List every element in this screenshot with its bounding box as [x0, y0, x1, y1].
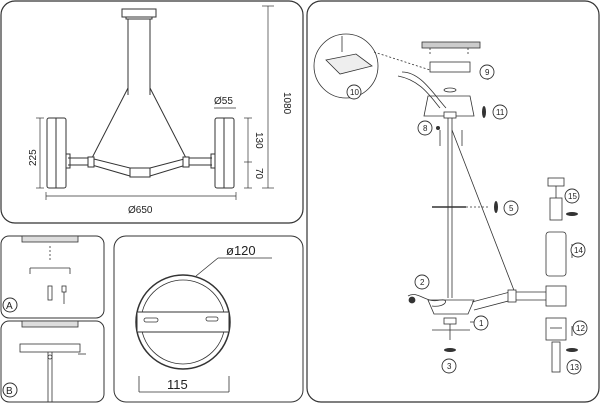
screw-icons [436, 106, 578, 352]
step-badge-14 [570, 242, 586, 258]
bracket-length-label: 115 [167, 377, 188, 392]
step-badge-8 [417, 120, 433, 136]
step-badge-11 [492, 104, 508, 120]
step-13-label: 13 [570, 363, 579, 372]
dimension-lines [36, 5, 274, 200]
step-2-label: 2 [420, 278, 425, 287]
shade-height-label: 225 [28, 149, 39, 166]
step-15-label: 15 [568, 192, 577, 201]
panel-b-label: B [6, 386, 13, 397]
step-badge-9 [479, 64, 495, 80]
canopy-detail-drawing [135, 257, 272, 393]
assembly-panel-frame [306, 0, 600, 403]
arm-height-label: 130 [253, 132, 264, 149]
step-14-label: 14 [574, 246, 583, 255]
step-11-label: 11 [496, 108, 505, 117]
step-12-label: 12 [576, 324, 585, 333]
panel-b-drawing [19, 320, 86, 402]
step-badge-10 [346, 84, 362, 100]
dimensions-panel-frame [0, 0, 304, 224]
canopy-diameter-label: ø120 [226, 243, 256, 258]
step-badge-13 [566, 359, 582, 375]
step-badge-3 [441, 358, 457, 374]
step-badge-1 [473, 315, 489, 331]
step-1-label: 1 [479, 319, 484, 328]
chandelier-front-view [46, 8, 235, 189]
step-numbers: 1 2 3 5 8 9 10 11 12 13 14 15 [350, 68, 585, 372]
step-badge-12 [572, 320, 588, 336]
step-10-label: 10 [350, 88, 359, 97]
panel-a-drawing [21, 235, 79, 304]
assembly-drawing [313, 33, 573, 373]
step-badges [346, 64, 588, 375]
shade-diameter-label: Ø55 [214, 96, 233, 107]
step-badge-15 [564, 188, 580, 204]
lower-height-label: 70 [253, 168, 264, 180]
step-3-label: 3 [447, 362, 452, 371]
step-badge-2 [414, 274, 430, 290]
step-9-label: 9 [485, 68, 490, 77]
height-total-label: 1080 [281, 92, 292, 115]
panel-b-badge [2, 382, 18, 398]
step-badge-5 [503, 200, 519, 216]
canopy-detail-frame [113, 235, 304, 403]
panel-a-badge [2, 297, 18, 313]
step-8-label: 8 [423, 124, 428, 133]
span-label: Ø650 [128, 205, 153, 216]
step-5-label: 5 [509, 204, 514, 213]
panel-a-label: A [6, 301, 13, 312]
